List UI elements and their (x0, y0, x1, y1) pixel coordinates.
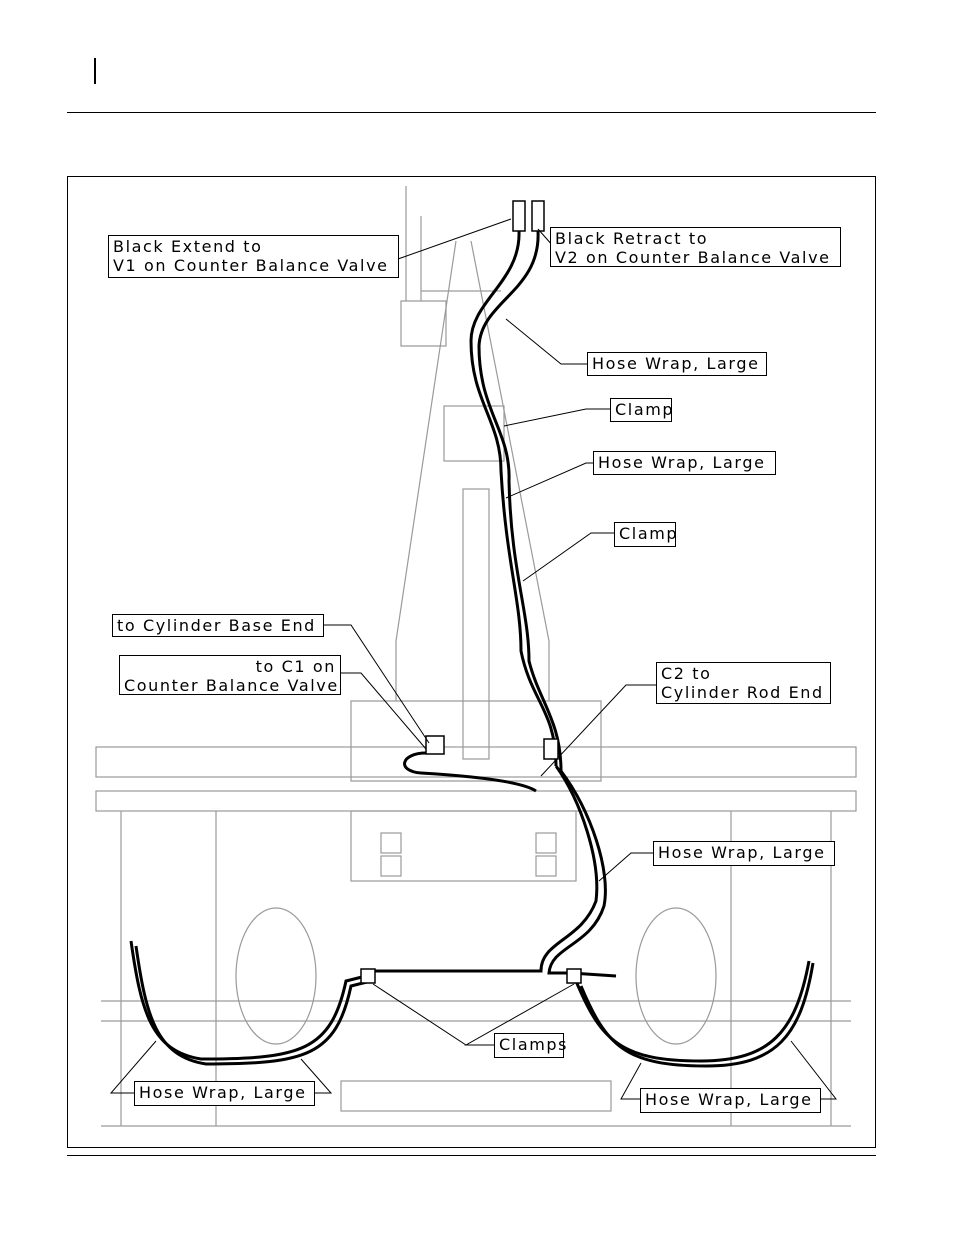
footer-rule (67, 1155, 876, 1156)
fittings (361, 201, 581, 983)
header-tick (94, 58, 96, 84)
callout-hose-wrap-bottom-right: Hose Wrap, Large (640, 1088, 821, 1113)
callout-cylinder-base: to Cylinder Base End (112, 614, 324, 637)
callout-black-extend: Black Extend to V1 on Counter Balance Va… (108, 235, 399, 278)
callout-clamp-2: Clamp (614, 522, 676, 547)
callout-c1: to C1 on Counter Balance Valve (119, 655, 341, 695)
callout-c2: C2 to Cylinder Rod End (656, 662, 831, 704)
callout-hose-wrap-right: Hose Wrap, Large (653, 841, 835, 866)
callout-black-retract: Black Retract to V2 on Counter Balance V… (550, 227, 841, 267)
hose-routing-figure: Black Extend to V1 on Counter Balance Va… (67, 176, 876, 1148)
callout-clamp-1: Clamp (610, 398, 672, 422)
header-rule (67, 112, 876, 113)
callout-hose-wrap-mid: Hose Wrap, Large (593, 451, 776, 475)
callout-hose-wrap-bottom-left: Hose Wrap, Large (134, 1081, 315, 1106)
callout-hose-wrap-top: Hose Wrap, Large (587, 352, 767, 376)
callout-clamps: Clamps (494, 1033, 564, 1058)
